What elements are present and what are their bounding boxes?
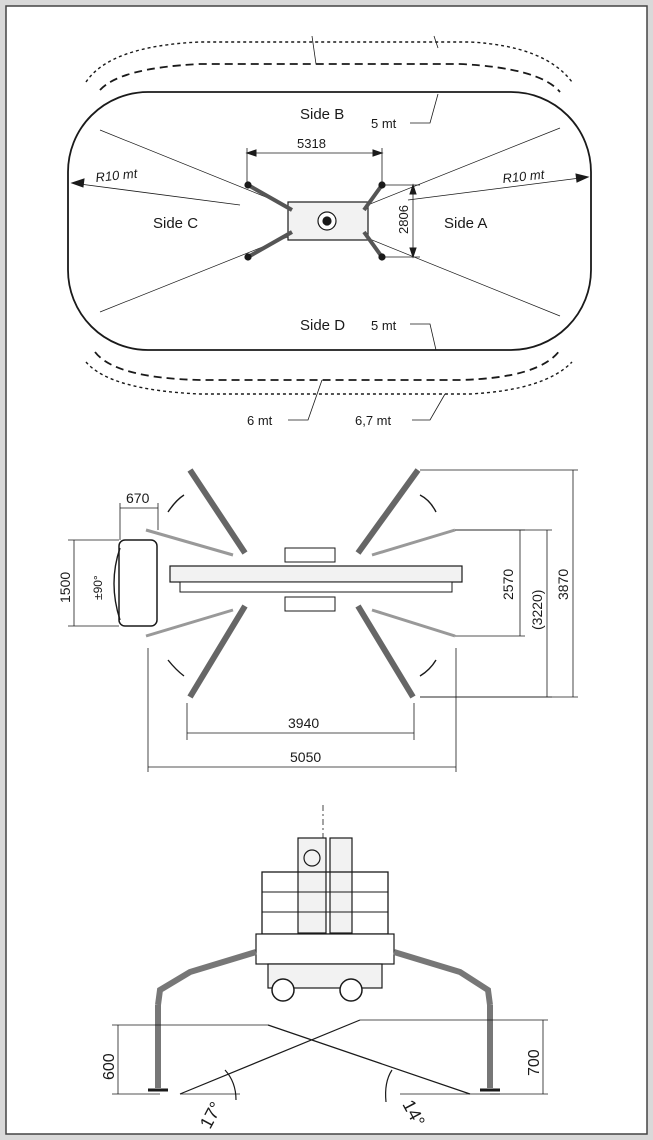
outrigger (187, 604, 248, 699)
top-view-labels: Side B Side A Side C Side D R10 mt R10 m… (95, 106, 547, 428)
dim-basket-width: 1500 (57, 572, 73, 603)
label-side-d: Side D (300, 317, 345, 334)
dim-outer-span: 3870 (555, 569, 571, 600)
zone-5mt-outline (67, 91, 592, 351)
label-zone-top: 5 mt (371, 116, 397, 131)
radius-line-right (407, 176, 589, 201)
label-side-c: Side C (153, 215, 198, 232)
label-side-a: Side A (444, 215, 487, 232)
plan-view-diagram (68, 468, 578, 772)
dim-track-inner: 3940 (288, 715, 319, 731)
leader-5mt-bottom (410, 323, 437, 351)
outrigger (355, 604, 416, 699)
basket (118, 539, 158, 627)
label-zone-6: 6 mt (247, 413, 273, 428)
radius-line-left (71, 182, 241, 206)
leader-5mt-top (410, 93, 439, 124)
zone-67mt-top (85, 41, 573, 83)
label-zone-67: 6,7 mt (355, 413, 392, 428)
zone-67mt-bottom (85, 361, 573, 395)
dim-inner-span: 2570 (500, 569, 516, 600)
chassis (169, 565, 463, 583)
outrigger (355, 468, 421, 555)
machine-body (255, 933, 395, 965)
side-view-diagram (112, 805, 548, 1103)
dim-depth-label: 2806 (396, 205, 411, 234)
dim-right-height: 700 (526, 1049, 543, 1076)
arrow-head (575, 173, 590, 183)
zone-6mt-bottom (94, 349, 561, 381)
dim-width-label: 5318 (297, 136, 326, 151)
leader-67mt (412, 393, 446, 421)
label-zone-bottom: 5 mt (371, 318, 397, 333)
dim-basket-offset: 670 (126, 490, 150, 506)
label-radius-right: R10 mt (502, 167, 547, 186)
plan-view-labels: 670 1500 ±90° 2570 (3220) 3870 3940 5050 (57, 490, 571, 765)
label-side-b: Side B (300, 106, 344, 123)
mast (297, 837, 327, 934)
outrigger (187, 468, 248, 555)
top-view-outreach-diagram (67, 35, 592, 421)
zone-6mt-top (99, 63, 561, 93)
dim-track-outer: 5050 (290, 749, 321, 765)
dim-left-height: 600 (101, 1053, 118, 1080)
leader-6mt (288, 379, 323, 421)
arrow-head (70, 178, 85, 188)
dim-mid-span: (3220) (529, 590, 545, 630)
machine-top-view (244, 181, 386, 261)
label-radius-left: R10 mt (95, 166, 140, 185)
label-rotation: ±90° (91, 575, 105, 600)
